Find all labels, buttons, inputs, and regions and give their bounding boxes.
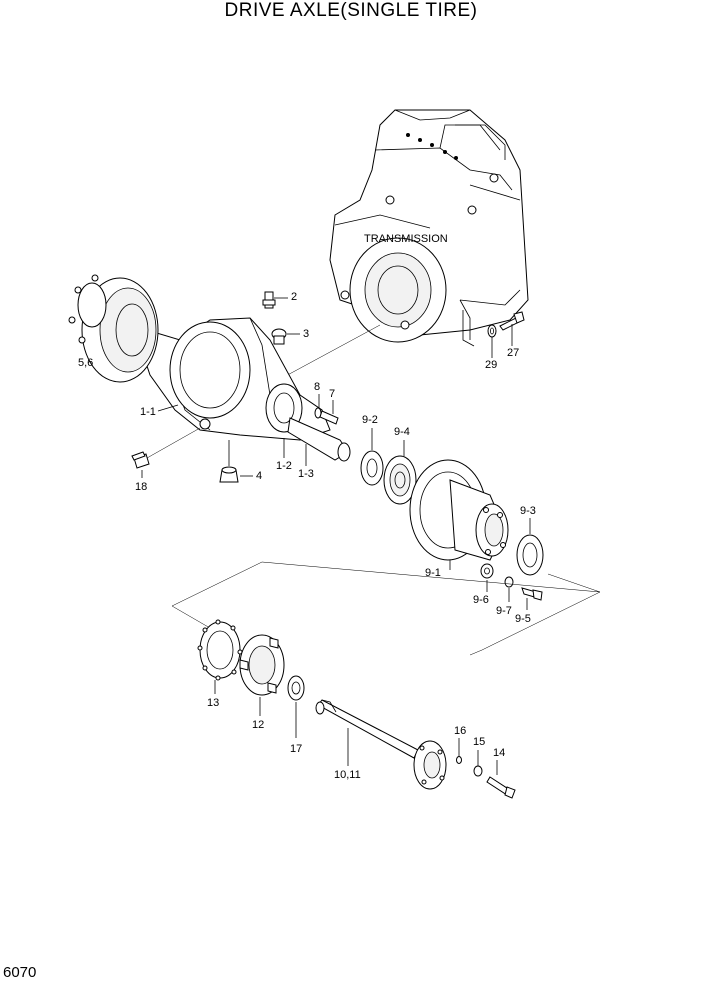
plug-4: [219, 466, 239, 483]
washer-9-7: [504, 576, 514, 588]
label-9-7: 9-7: [496, 605, 512, 617]
label-7: 7: [329, 388, 335, 400]
page-title: DRIVE AXLE(SINGLE TIRE): [224, 0, 478, 21]
label-2: 2: [291, 291, 297, 303]
label-9-5: 9-5: [515, 613, 531, 625]
label-18: 18: [135, 481, 147, 493]
breather-2: [262, 291, 276, 309]
label-16: 16: [454, 725, 466, 737]
label-9-6: 9-6: [473, 594, 489, 606]
label-transmission: TRANSMISSION: [364, 233, 448, 245]
bearing-9-4: [383, 455, 417, 505]
label-5-6: 5,6: [78, 357, 93, 369]
label-27: 27: [507, 347, 519, 359]
bolt-9-5: [521, 587, 543, 601]
spindle-1-3: [265, 383, 351, 462]
label-9-2: 9-2: [362, 414, 378, 426]
bearing-9-3: [516, 534, 544, 576]
label-13: 13: [207, 697, 219, 709]
bolt-8-7: [314, 407, 339, 425]
plug-3: [271, 328, 287, 345]
label-1-3: 1-3: [298, 468, 314, 480]
washer-16: [456, 756, 462, 764]
label-29: 29: [485, 359, 497, 371]
axle-housing-1-1: [129, 317, 331, 441]
washer-29: [487, 324, 497, 338]
label-3: 3: [303, 328, 309, 340]
seal-9-2: [360, 450, 384, 486]
bolt-14: [486, 776, 516, 799]
nut-9-6: [480, 563, 494, 579]
bolt-27: [499, 311, 525, 331]
hub-5-6: [68, 274, 159, 383]
label-9-1: 9-1: [425, 567, 441, 579]
label-15: 15: [473, 736, 485, 748]
label-9-3: 9-3: [520, 505, 536, 517]
plug-18: [131, 451, 150, 469]
lock-washer-13: [197, 619, 243, 681]
washer-15: [473, 765, 483, 777]
lock-nut-12: [239, 634, 285, 696]
label-14: 14: [493, 747, 505, 759]
label-4: 4: [256, 470, 262, 482]
label-17: 17: [290, 743, 302, 755]
washer-17: [287, 675, 305, 701]
wheel-hub-9-1: [409, 459, 509, 561]
page-number: 6070: [3, 964, 37, 981]
label-12: 12: [252, 719, 264, 731]
label-10-11: 10,11: [334, 769, 361, 781]
transmission-part: [329, 109, 529, 343]
label-1-1: 1-1: [140, 406, 156, 418]
axle-shaft-10-11: [315, 699, 447, 790]
label-1-2: 1-2: [276, 460, 292, 472]
label-9-4: 9-4: [394, 426, 410, 438]
label-8: 8: [314, 381, 320, 393]
